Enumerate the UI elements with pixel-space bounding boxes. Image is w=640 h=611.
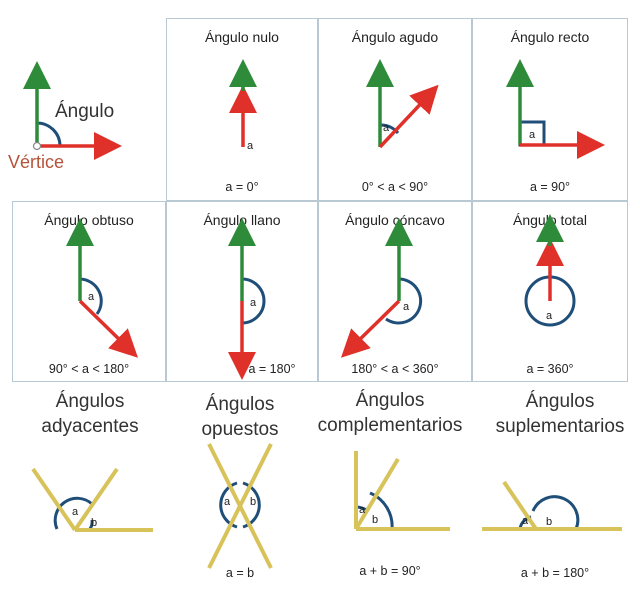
ray-left bbox=[31, 467, 77, 532]
angle-a-arc bbox=[53, 496, 94, 530]
cell-angulo-total: Ángulo total a a = 360° bbox=[472, 201, 628, 382]
angle-a-label: a bbox=[546, 310, 553, 322]
pair-formula-opuestos: a = b bbox=[225, 566, 255, 580]
pair-title-line2: adyacentes bbox=[41, 416, 139, 437]
pair-title-line1: Ángulos bbox=[525, 391, 595, 412]
angle-a-label: a bbox=[383, 122, 390, 134]
angle-a-label: a bbox=[403, 301, 410, 313]
intro-angle-diagram bbox=[23, 61, 122, 160]
adjacent-angles-figure: a b bbox=[31, 467, 153, 532]
cell-angulo-concavo: Ángulo cóncavo a 180° < a < 360° bbox=[318, 201, 472, 382]
angle-b-arc bbox=[531, 495, 580, 530]
ray-middle bbox=[354, 457, 400, 531]
intro-vertex-point bbox=[32, 141, 42, 151]
cell-formula: 180° < a < 360° bbox=[351, 362, 439, 376]
angle-a-label: a bbox=[72, 506, 79, 518]
supplementary-angles-figure: a b bbox=[482, 480, 622, 531]
cell-formula: a = 360° bbox=[526, 362, 574, 376]
intro-angle-arc bbox=[36, 121, 62, 147]
angle-arc bbox=[241, 277, 266, 325]
full-angle-figure: a bbox=[524, 214, 576, 327]
cell-formula: 90° < a < 180° bbox=[48, 362, 130, 376]
pair-formula-complementarios: a + b = 90° bbox=[359, 564, 421, 578]
pair-title-line1: Ángulos bbox=[205, 394, 275, 415]
line-2 bbox=[207, 443, 273, 569]
pair-title-suplementarios: Ángulos suplementarios bbox=[480, 389, 640, 439]
pair-title-line1: Ángulos bbox=[355, 390, 425, 411]
pair-title-opuestos: Ángulos opuestos bbox=[165, 392, 315, 442]
ray-slanted bbox=[502, 480, 538, 531]
cell-angulo-recto: Ángulo recto a a = 90° bbox=[472, 18, 628, 201]
cell-angulo-agudo: Ángulo agudo a 0° < a < 90° bbox=[318, 18, 472, 201]
cell-title: Ángulo nulo bbox=[205, 29, 279, 45]
cell-formula: 0° < a < 90° bbox=[361, 180, 429, 194]
obtuse-angle-figure: a bbox=[66, 218, 139, 358]
angle-a-label: a bbox=[224, 496, 231, 508]
pair-title-adyacentes: Ángulos adyacentes bbox=[15, 389, 165, 439]
cell-formula: a = 90° bbox=[529, 180, 571, 194]
opposite-angles-figure: a b bbox=[207, 443, 273, 569]
cell-title: Ángulo agudo bbox=[351, 29, 439, 45]
right-angle-figure: a bbox=[506, 59, 605, 159]
angle-a-label: a bbox=[522, 515, 529, 527]
angle-arc bbox=[79, 277, 103, 315]
red-ray bbox=[378, 84, 439, 149]
angle-b-label: b bbox=[546, 516, 552, 528]
cell-title: Ángulo recto bbox=[510, 29, 590, 45]
angle-a-label: a bbox=[250, 297, 257, 309]
angle-a-label: a bbox=[359, 504, 366, 516]
intro-vertex-label: Vértice bbox=[8, 152, 65, 172]
pair-title-line1: Ángulos bbox=[55, 391, 125, 412]
angle-a-label: a bbox=[529, 129, 536, 141]
pair-title-line2: complementarios bbox=[317, 415, 463, 436]
cell-angulo-llano: Ángulo llano a a = 180° bbox=[166, 201, 318, 382]
acute-angle-figure: a bbox=[366, 59, 439, 149]
concave-angle-figure: a bbox=[340, 218, 423, 358]
intro-angle-label: Ángulo bbox=[55, 101, 115, 122]
angle-b-label: b bbox=[372, 514, 378, 526]
null-angle-figure: a bbox=[229, 59, 257, 152]
cell-angulo-obtuso: Ángulo obtuso a 90° < a < 180° bbox=[12, 201, 166, 382]
angle-b-label: b bbox=[250, 496, 256, 508]
straight-angle-figure: a bbox=[228, 218, 266, 380]
pair-title-complementarios: Ángulos complementarios bbox=[300, 388, 480, 438]
angle-b-label: b bbox=[91, 517, 97, 529]
cell-angulo-nulo: Ángulo nulo a a = 0° bbox=[166, 18, 318, 201]
red-ray bbox=[340, 299, 401, 358]
red-ray bbox=[78, 299, 139, 358]
cell-formula: a = 0° bbox=[225, 180, 259, 194]
pair-title-line2: opuestos bbox=[201, 419, 279, 440]
cell-formula: a = 180° bbox=[248, 362, 296, 376]
angle-a-label: a bbox=[247, 140, 254, 152]
ray-middle bbox=[73, 467, 119, 532]
pair-title-line2: suplementarios bbox=[495, 416, 625, 437]
angle-arc bbox=[385, 277, 423, 325]
angle-a-label: a bbox=[88, 291, 95, 303]
pair-formula-suplementarios: a + b = 180° bbox=[520, 566, 590, 580]
angle-b-arc bbox=[369, 491, 394, 530]
complementary-angles-figure: a b bbox=[354, 451, 450, 531]
